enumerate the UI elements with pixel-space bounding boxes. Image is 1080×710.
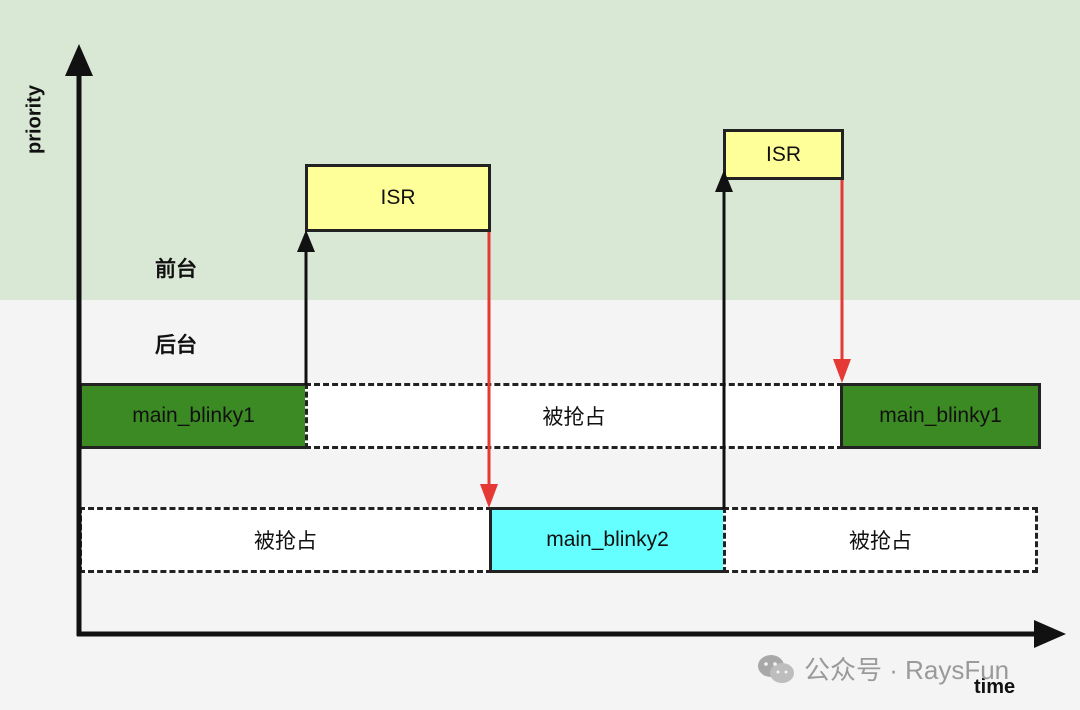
background-level-label: 后台 <box>155 334 197 357</box>
task-block-blinky2-label: main_blinky2 <box>546 528 669 551</box>
preempted-block-row1: 被抢占 <box>305 383 843 449</box>
y-axis-arrowhead <box>65 44 93 76</box>
isr-block-2-label: ISR <box>765 142 801 166</box>
preempted-block-row2-b: 被抢占 <box>723 507 1038 573</box>
switch-arrowhead-2 <box>833 359 851 383</box>
switch-arrowhead-1 <box>480 484 498 508</box>
foreground-level-label: 前台 <box>155 258 197 281</box>
background-zone <box>0 300 1080 710</box>
watermark-text: 公众号 · RaysFun <box>804 655 1010 685</box>
preempted-block-row2-a: 被抢占 <box>79 507 492 573</box>
task-block-blinky1-a-label: main_blinky1 <box>132 404 255 427</box>
watermark: 公众号 · RaysFun <box>756 650 1009 687</box>
isr-block-1: ISR <box>305 164 491 232</box>
isr-block-2: ISR <box>723 129 844 180</box>
preempted-block-row1-label: 被抢占 <box>542 406 606 429</box>
interrupt-entry-arrowhead-1 <box>297 230 315 252</box>
foreground-zone <box>0 0 1080 300</box>
task-block-blinky1-b: main_blinky1 <box>840 383 1041 449</box>
task-block-blinky1-a: main_blinky1 <box>79 383 308 449</box>
isr-block-1-label: ISR <box>380 186 416 209</box>
x-axis-label: time <box>974 676 1016 698</box>
x-axis-arrowhead <box>1034 620 1066 648</box>
preempted-block-row2-b-label: 被抢占 <box>849 530 912 553</box>
interrupt-entry-arrowhead-2 <box>715 170 733 192</box>
preempted-block-row2-a-label: 被抢占 <box>254 530 317 553</box>
task-block-blinky1-b-label: main_blinky1 <box>879 404 1002 427</box>
wechat-icon <box>758 654 794 683</box>
